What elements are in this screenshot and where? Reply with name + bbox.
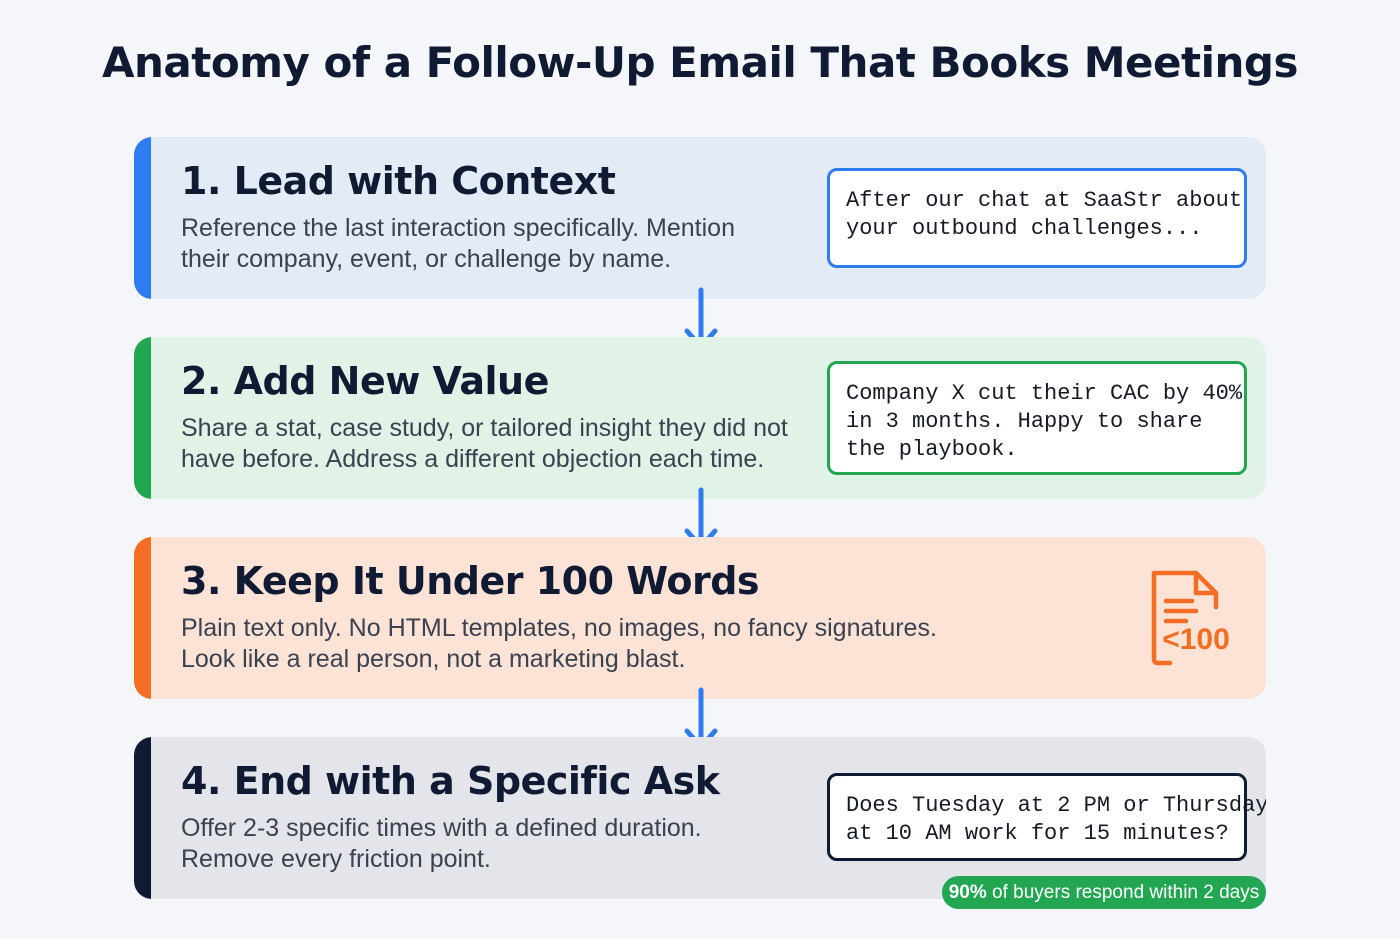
example-line: in 3 months. Happy to share [846,409,1203,434]
step-heading: 4. End with a Specific Ask [181,759,720,803]
example-line: Does Tuesday at 2 PM or Thursday [846,793,1266,818]
example-line: Company X cut their CAC by 40% [846,381,1243,406]
example-line: After our chat at SaaStr about [846,188,1243,213]
document-icon: <100 [1151,570,1230,666]
description-line: have before. Address a different objecti… [181,445,765,473]
description-line: Offer 2-3 specific times with a defined … [181,814,702,842]
example-snippet: Company X cut their CAC by 40% in 3 mont… [827,361,1247,475]
step-description: Plain text only. No HTML templates, no i… [181,613,937,675]
description-line: Remove every friction point. [181,845,491,873]
step-accent-bar [134,137,151,299]
description-line: Plain text only. No HTML templates, no i… [181,614,937,642]
step-accent-bar [134,537,151,699]
step-heading: 2. Add New Value [181,359,549,403]
description-line: Look like a real person, not a marketing… [181,645,686,673]
stat-text: of buyers respond within 2 days [986,882,1260,903]
description-line: their company, event, or challenge by na… [181,245,672,273]
step-heading: 1. Lead with Context [181,159,616,203]
step-card-3: 3. Keep It Under 100 Words Plain text on… [134,537,1266,699]
example-line: at 10 AM work for 15 minutes? [846,821,1229,846]
step-accent-bar [134,337,151,499]
stat-value: 90% [948,882,987,903]
example-snippet: After our chat at SaaStr about your outb… [827,168,1247,268]
description-line: Reference the last interaction specifica… [181,214,735,242]
example-snippet: Does Tuesday at 2 PM or Thursday at 10 A… [827,773,1266,861]
stat-badge: 90% of buyers respond within 2 days [942,876,1266,909]
step-card-1: 1. Lead with Context Reference the last … [134,137,1266,299]
step-card-2: 2. Add New Value Share a stat, case stud… [134,337,1266,499]
example-line: your outbound challenges... [846,216,1203,241]
example-line: the playbook. [846,437,1018,462]
step-description: Offer 2-3 specific times with a defined … [181,813,702,875]
step-description: Share a stat, case study, or tailored in… [181,413,788,475]
step-card-4: 4. End with a Specific Ask Offer 2-3 spe… [134,737,1266,899]
step-accent-bar [134,737,151,899]
page-title: Anatomy of a Follow-Up Email That Books … [102,38,1298,87]
icon-label: <100 [1162,623,1230,656]
description-line: Share a stat, case study, or tailored in… [181,414,788,442]
step-heading: 3. Keep It Under 100 Words [181,559,760,603]
step-description: Reference the last interaction specifica… [181,213,735,275]
